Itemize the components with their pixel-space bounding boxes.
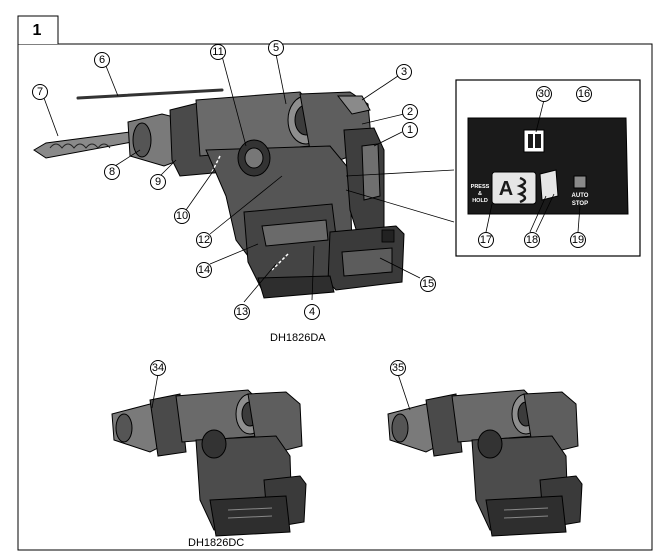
svg-text:5: 5 [273, 42, 279, 54]
press-hold-line2: & [478, 191, 482, 197]
callouts: 6 7 8 9 10 11 5 3 2 1 12 14 13 4 15 [32, 40, 436, 320]
figure-number-tab [17, 15, 59, 44]
callout-9: 9 [150, 174, 166, 190]
svg-text:30: 30 [538, 88, 550, 100]
callout-3: 3 [396, 64, 412, 80]
callout-4: 4 [304, 304, 320, 320]
callout-30: 30 [536, 86, 552, 102]
hammer-key [539, 169, 559, 201]
panel-callout-lines [485, 99, 581, 233]
tool-dc-illustration [111, 389, 307, 537]
svg-text:35: 35 [392, 362, 404, 374]
auto-stop-line2: STOP [572, 201, 588, 207]
press-hold-line1: PRESS [471, 184, 490, 190]
depth-rod [76, 88, 224, 100]
callout-35: 35 [390, 360, 406, 376]
callout-16: 16 [576, 86, 592, 102]
callout-10: 10 [174, 208, 190, 224]
svg-text:17: 17 [480, 234, 492, 246]
model-label-top: DH1826DA [270, 332, 326, 344]
svg-text:15: 15 [422, 278, 434, 290]
callout-8: 8 [104, 164, 120, 180]
figure-number: 1 [33, 22, 42, 39]
svg-text:16: 16 [578, 88, 590, 100]
callout-17: 17 [478, 232, 494, 248]
callout-7: 7 [32, 84, 48, 100]
tool-35-illustration [387, 389, 583, 537]
svg-text:18: 18 [526, 234, 538, 246]
callout-34: 34 [150, 360, 166, 376]
callout-13: 13 [234, 304, 250, 320]
svg-text:34: 34 [152, 362, 164, 374]
svg-text:19: 19 [572, 234, 584, 246]
callout-11: 11 [210, 44, 226, 60]
figure-frame [17, 43, 653, 551]
callout-19: 19 [570, 232, 586, 248]
callout-lines [43, 53, 455, 303]
svg-text:8: 8 [109, 166, 115, 178]
svg-text:2: 2 [407, 106, 413, 118]
svg-text:14: 14 [198, 264, 210, 276]
svg-text:6: 6 [99, 54, 105, 66]
auto-stop-line1: AUTO [572, 193, 589, 199]
callout-2: 2 [402, 104, 418, 120]
callout-1: 1 [402, 122, 418, 138]
svg-text:12: 12 [198, 234, 210, 246]
callout-5: 5 [268, 40, 284, 56]
panel-callouts: 30 16 17 18 19 [478, 86, 592, 248]
callout-18: 18 [524, 232, 540, 248]
svg-text:1: 1 [407, 124, 413, 136]
svg-text:11: 11 [212, 46, 223, 58]
press-hold-line3: HOLD [472, 198, 488, 204]
callout-6: 6 [94, 52, 110, 68]
svg-text:7: 7 [37, 86, 43, 98]
model-label-bottom-left: DH1826DC [188, 537, 244, 549]
svg-text:9: 9 [155, 176, 161, 188]
main-tool-illustration [33, 88, 405, 299]
callout-12: 12 [196, 232, 212, 248]
svg-text:3: 3 [401, 66, 407, 78]
control-panel-inset: PRESS & HOLD A AUTO STOP [455, 79, 641, 257]
auto-stop-key [573, 175, 587, 189]
mode-letter: A [499, 178, 513, 200]
svg-text:13: 13 [236, 306, 248, 318]
svg-text:10: 10 [176, 210, 188, 222]
callout-15: 15 [420, 276, 436, 292]
callout-14: 14 [196, 262, 212, 278]
svg-text:4: 4 [309, 306, 315, 318]
mode-icon [516, 176, 527, 204]
